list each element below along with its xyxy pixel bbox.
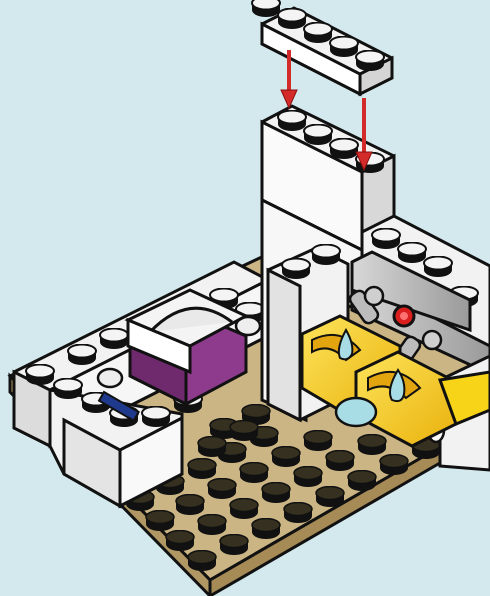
white-plate-1x5: [252, 0, 392, 94]
